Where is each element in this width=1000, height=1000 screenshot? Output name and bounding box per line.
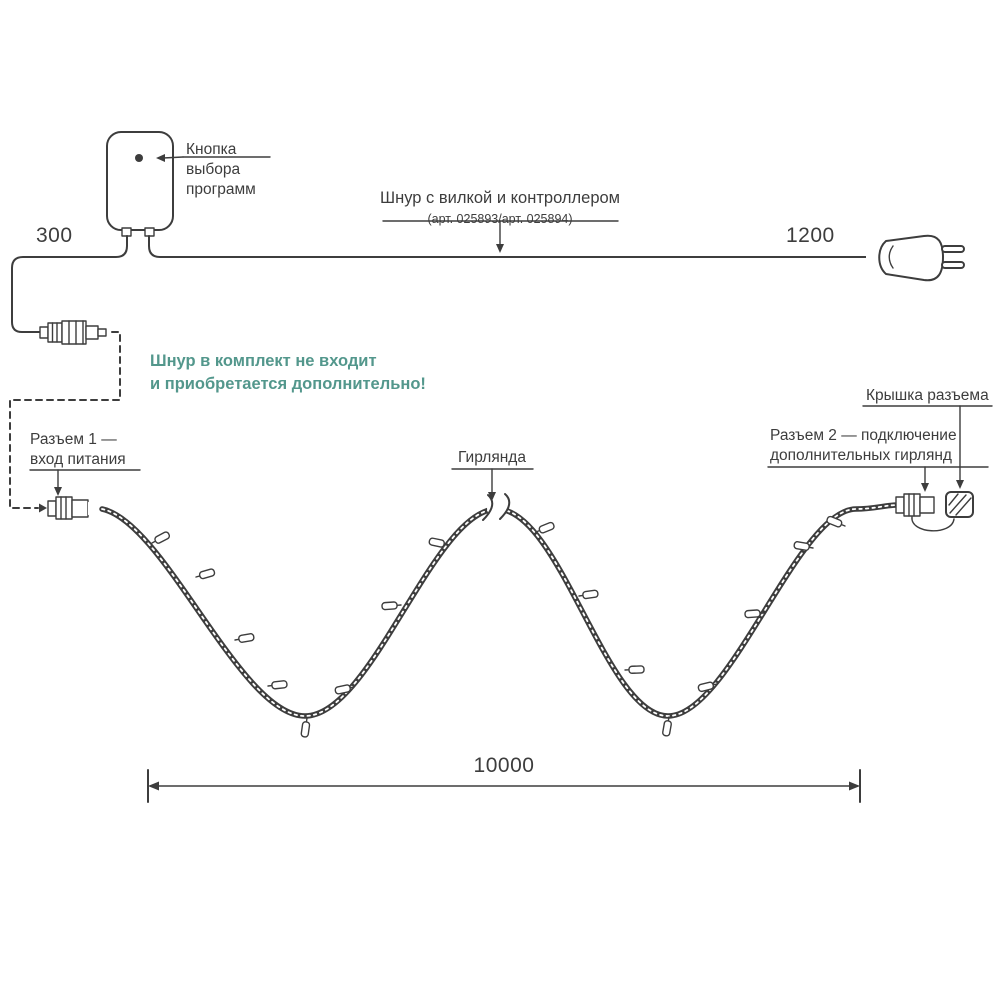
- leader-program-button: [156, 154, 271, 162]
- dimension-line-10000: [147, 769, 861, 803]
- connector-2-label-line2: дополнительных гирлянд: [770, 447, 952, 464]
- cord-label: Шнур с вилкой и контроллером (арт. 02589…: [380, 188, 620, 229]
- power-plug: [866, 234, 965, 282]
- controller-box: [106, 131, 174, 237]
- connector-2-label: Разъем 2 — подключение дополнительных ги…: [770, 426, 957, 466]
- cap-label: Крышка разъема: [866, 387, 989, 404]
- leader-cap: [862, 405, 993, 489]
- program-button-label-line1: Кнопка: [186, 141, 237, 158]
- connector-1-label-line1: Разъем 1 —: [30, 431, 117, 448]
- connector-power-cord: [39, 320, 107, 345]
- cord-right: [148, 235, 869, 258]
- connector-2-label-line1: Разъем 2 — подключение: [770, 427, 957, 444]
- led-bulbs: [149, 514, 848, 739]
- connector-cap: [945, 491, 974, 518]
- leader-connector-2: [767, 466, 989, 492]
- program-button-label-line3: программ: [186, 181, 256, 198]
- dimension-left-value: 300: [36, 224, 73, 247]
- program-button-label-line2: выбора: [186, 161, 241, 178]
- connector-1: [47, 496, 104, 520]
- leader-connector-1: [29, 469, 141, 496]
- not-included-note: Шнур в комплект не входит и приобретаетс…: [150, 350, 426, 396]
- dashed-routing-line: [9, 331, 121, 513]
- leader-cord-label: [382, 220, 619, 253]
- dimension-bottom-value: 10000: [473, 754, 535, 777]
- program-button-label: Кнопка выбора программ: [186, 140, 256, 200]
- garland-wire: [99, 502, 901, 719]
- connector-1-label: Разъем 1 — вход питания: [30, 430, 126, 470]
- cord-label-subtitle: (арт. 025893/арт. 025894): [427, 212, 573, 226]
- garland-label: Гирлянда: [458, 449, 526, 466]
- connector-1-label-line2: вход питания: [30, 451, 126, 468]
- not-included-note-line1: Шнур в комплект не входит: [150, 352, 377, 370]
- break-mark: [482, 493, 511, 521]
- connector-2: [895, 493, 955, 532]
- cord-left: [11, 235, 128, 333]
- leader-garland: [451, 468, 534, 501]
- dimension-right-value: 1200: [786, 224, 835, 247]
- not-included-note-line2: и приобретается дополнительно!: [150, 375, 426, 393]
- cord-label-title: Шнур с вилкой и контроллером: [379, 189, 621, 207]
